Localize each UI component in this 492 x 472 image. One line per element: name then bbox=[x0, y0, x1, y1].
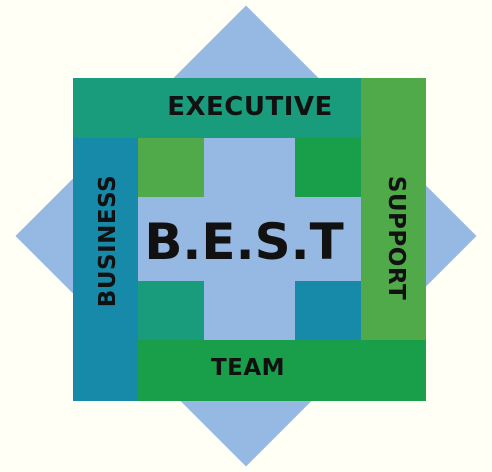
corner-square-bottom-left bbox=[138, 281, 204, 340]
team-label: TEAM bbox=[210, 355, 286, 381]
corner-square-top-left bbox=[138, 138, 204, 197]
executive-label: EXECUTIVE bbox=[167, 92, 333, 122]
corner-square-top-right bbox=[295, 138, 361, 197]
business-bar bbox=[73, 138, 138, 401]
center-label: B.E.S.T bbox=[144, 213, 344, 271]
team-bar bbox=[138, 340, 426, 401]
business-label: BUSINESS bbox=[95, 174, 121, 308]
executive-bar bbox=[73, 78, 361, 138]
support-label: SUPPORT bbox=[383, 175, 409, 301]
support-bar bbox=[361, 78, 426, 340]
corner-square-bottom-right bbox=[295, 281, 361, 340]
